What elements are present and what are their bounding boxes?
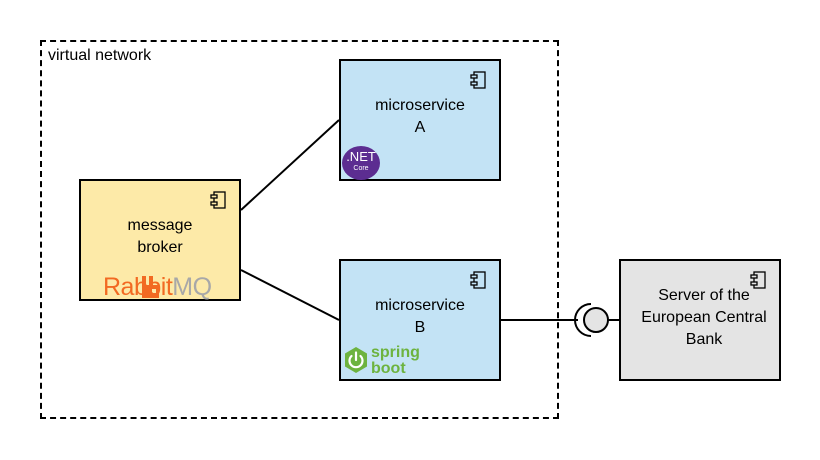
message-broker-label-line2: broker (137, 239, 183, 256)
microservice-a-label-line2: A (414, 119, 426, 136)
microservice-b-label-line1: microservice (375, 297, 465, 314)
message-broker-component[interactable]: message broker RabbitMQ (79, 179, 241, 301)
rabbitmq-logo-icon (142, 276, 159, 298)
provided-interface-ball (583, 307, 609, 333)
dotnet-core-logo-icon: .NET Core (341, 145, 381, 180)
message-broker-label-line1: message (127, 217, 193, 234)
microservice-a-label-line1: microservice (375, 97, 465, 114)
broker-to-microservice-b-connector (240, 269, 340, 321)
ecb-server-component[interactable]: Server of the European Central Bank (619, 259, 781, 381)
required-interface-socket (574, 303, 592, 337)
broker-to-microservice-a-connector (240, 119, 340, 211)
rabbitmq-logo-text: RabbitMQ (103, 273, 212, 301)
ecb-server-label-line2: European Central (641, 309, 767, 326)
dotnet-logo-text: .NET (346, 149, 376, 164)
ecb-server-label-line1: Server of the (658, 287, 750, 304)
virtual-network-boundary (40, 40, 559, 419)
ecb-server-label-line3: Bank (685, 331, 723, 348)
spring-boot-power-icon (345, 347, 367, 373)
microservice-a-component[interactable]: microservice A .NET Core (339, 59, 501, 181)
spring-boot-logo-text: spring boot (371, 344, 420, 377)
dotnet-core-logo-subtext: Core (353, 165, 369, 172)
uml-component-icon (750, 271, 766, 289)
uml-component-icon (210, 191, 226, 209)
uml-component-icon (470, 71, 486, 89)
virtual-network-label: virtual network (48, 47, 152, 64)
microservice-b-component[interactable]: microservice B spring boot (339, 259, 501, 381)
uml-component-icon (470, 271, 486, 289)
microservice-b-label-line2: B (414, 319, 426, 336)
